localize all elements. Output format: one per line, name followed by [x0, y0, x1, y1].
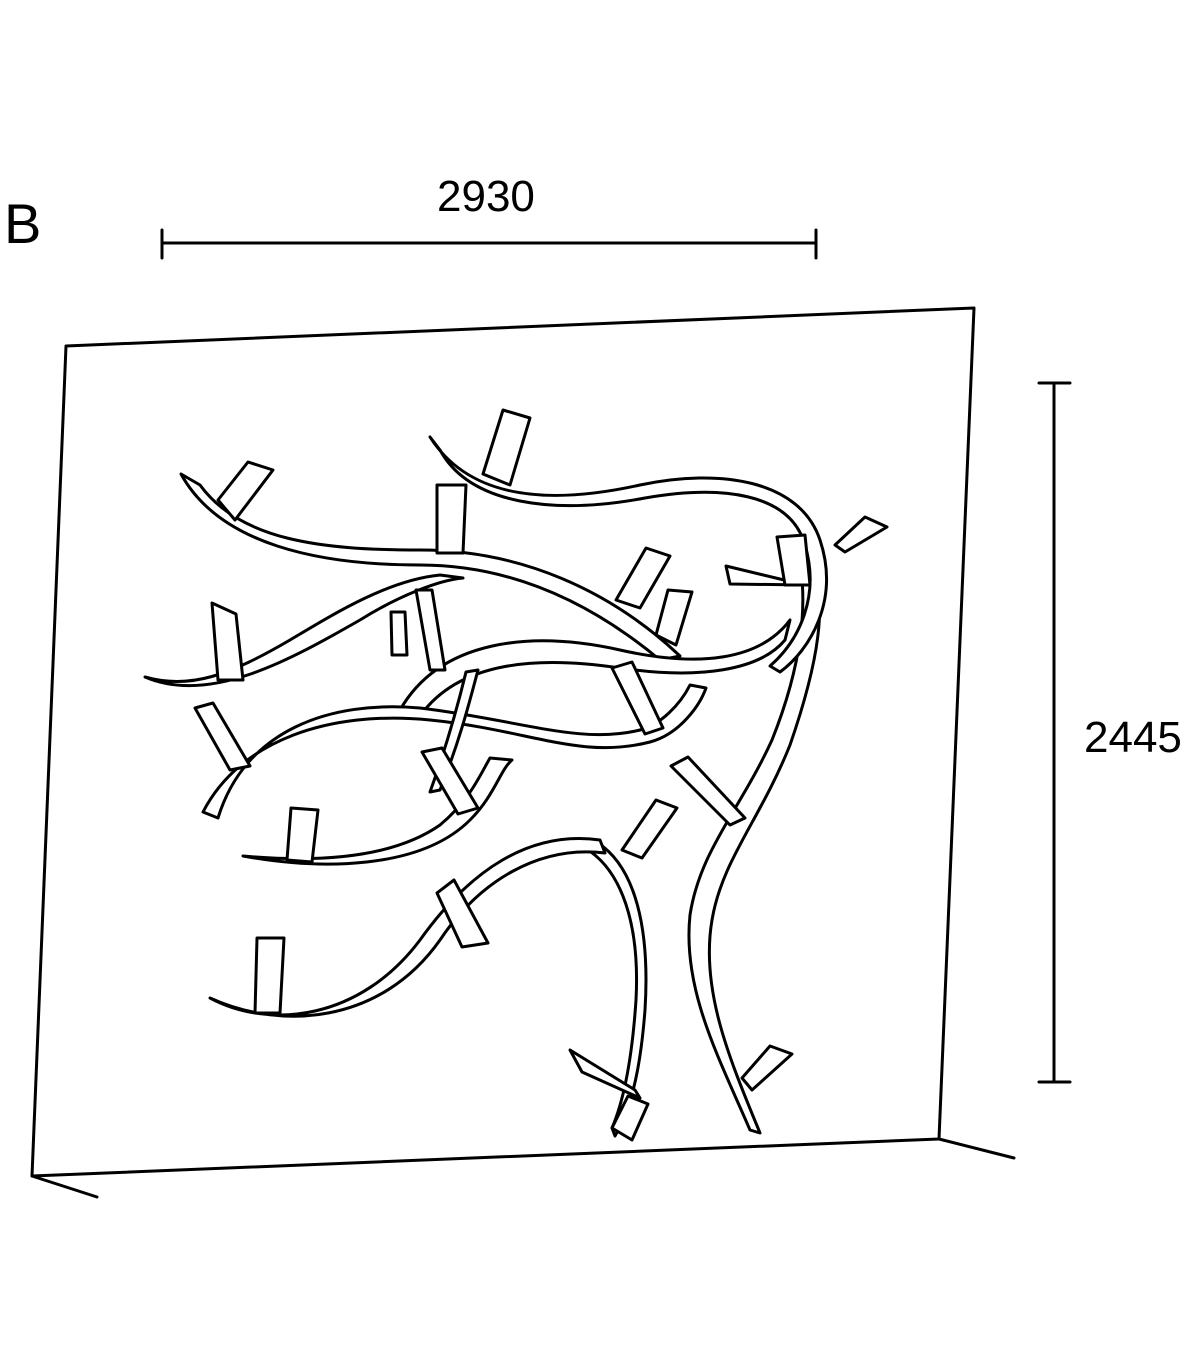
height-dimension-label: 2445: [1084, 713, 1182, 762]
panel-label: B: [4, 192, 42, 255]
tree-shelf: [143, 408, 889, 1142]
height-dimension-line: [1037, 381, 1072, 1084]
width-dimension-line: [160, 228, 818, 260]
wall-panel: [30, 306, 1016, 1199]
width-dimension-label: 2930: [437, 172, 535, 221]
